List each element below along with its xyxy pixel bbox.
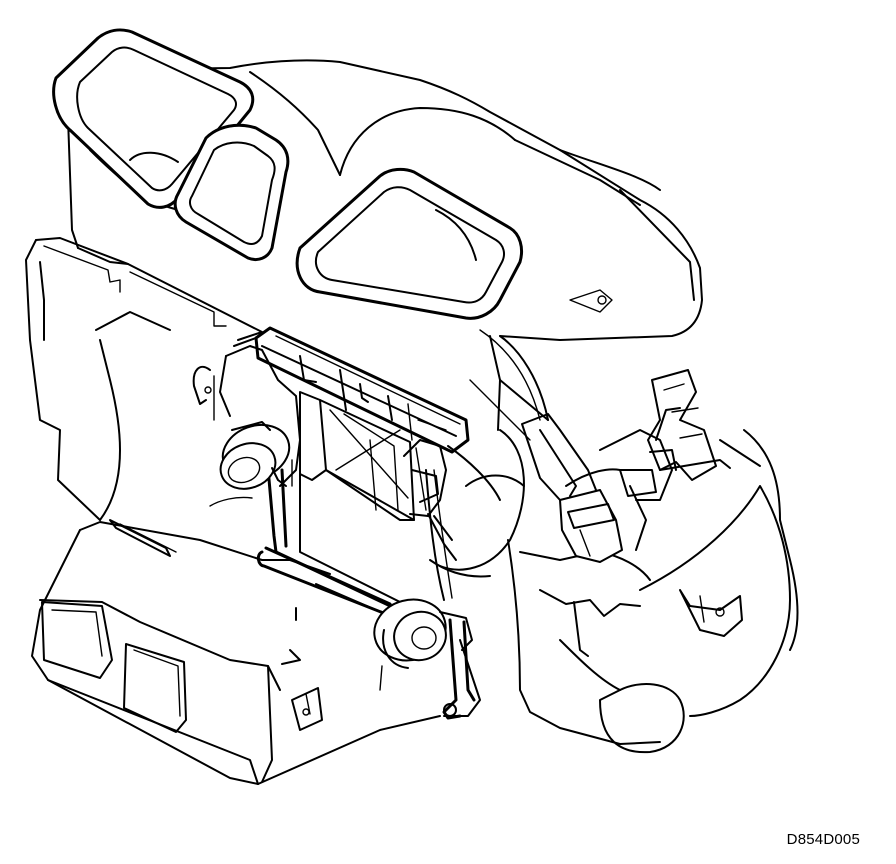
wire-harness: [295, 329, 541, 621]
center-duct-opening: [173, 123, 290, 262]
diagram-code-label: D854D005: [786, 831, 860, 848]
left-side-panel: [25, 237, 263, 521]
side-connector-bracket: [469, 369, 717, 481]
air-mix-damper: [299, 391, 415, 521]
blower-motor: [521, 407, 731, 563]
lower-servo-motor: [373, 598, 481, 720]
lower-case: [31, 519, 441, 785]
fasteners: [204, 295, 725, 716]
right-heater-housing: [429, 335, 799, 754]
left-servo-motor: [192, 345, 301, 507]
right-duct-opening: [295, 167, 524, 320]
